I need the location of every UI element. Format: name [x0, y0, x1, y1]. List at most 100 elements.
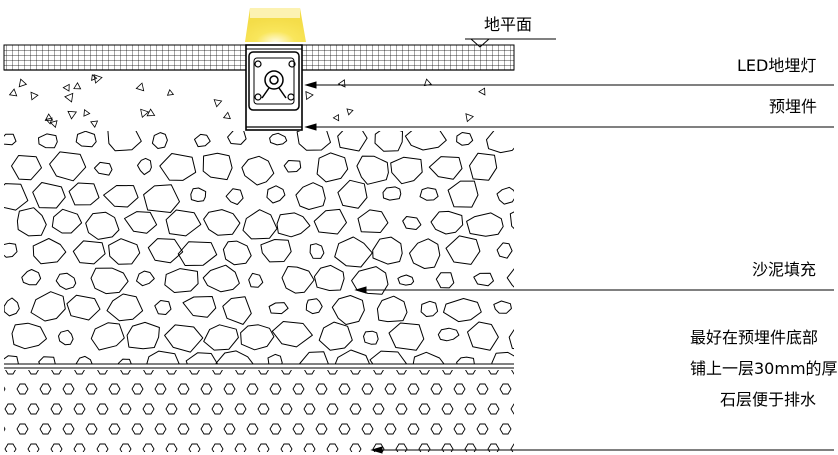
- sand-grain: [44, 113, 54, 121]
- rock-stone: [66, 294, 101, 321]
- screw-bottom-left: [254, 93, 262, 101]
- sand-grain: [83, 108, 91, 117]
- sand-grain: [64, 92, 74, 103]
- rock-stone: [374, 131, 403, 152]
- rock-stone: [409, 238, 441, 269]
- rock-stone: [337, 131, 368, 152]
- rock-stone: [11, 155, 42, 181]
- sand-grain: [45, 117, 53, 125]
- rock-stone: [356, 155, 389, 185]
- rock-stone: [185, 352, 219, 364]
- rock-stone: [260, 239, 292, 263]
- rock-stone: [4, 183, 29, 211]
- rock-stone: [437, 327, 460, 342]
- rock-stone: [376, 295, 408, 323]
- rock-stone: [202, 152, 233, 181]
- rock-stone: [49, 151, 87, 182]
- rock-stone: [222, 240, 252, 266]
- rock-stone: [357, 209, 389, 233]
- rock-stone: [295, 182, 326, 210]
- rock-stone: [456, 132, 474, 146]
- rock-stone: [508, 328, 514, 350]
- rock-stone: [467, 321, 499, 351]
- rock-stone: [164, 268, 199, 293]
- sand-grain: [90, 120, 99, 128]
- rock-stone: [334, 349, 371, 364]
- gravel-drainage-layer: [4, 370, 514, 452]
- rock-stone: [372, 236, 403, 265]
- sand-grain: [478, 87, 486, 96]
- rock-stone: [106, 293, 144, 322]
- rock-stone: [305, 298, 323, 315]
- gravel-note-line1: 最好在预埋件底部: [690, 328, 819, 347]
- gravel-note-line3: 石层便于排水: [720, 390, 817, 409]
- rock-stone: [435, 272, 455, 289]
- led-fixture: [245, 44, 303, 131]
- rock-stone: [404, 131, 447, 151]
- rock-stone: [397, 274, 415, 286]
- rock-stone: [266, 185, 286, 204]
- rock-stone: [296, 131, 331, 151]
- rock-stone: [136, 270, 155, 287]
- rock-stone: [38, 133, 58, 149]
- rock-stone: [164, 324, 204, 353]
- rock-stone: [313, 208, 347, 235]
- rock-stone: [313, 264, 345, 291]
- rock-stone: [227, 131, 247, 145]
- rock-stone: [151, 132, 168, 149]
- rock-stone: [30, 291, 66, 322]
- rock-stone: [215, 350, 254, 364]
- rock-stone: [496, 242, 513, 259]
- rock-stone: [68, 182, 100, 206]
- rock-stone: [509, 211, 514, 230]
- rock-stone: [146, 350, 180, 364]
- ground-level-label: 地平面: [484, 15, 533, 34]
- rock-stone: [445, 235, 481, 265]
- rock-stone: [117, 358, 132, 364]
- rock-stone: [165, 209, 202, 237]
- rock-stone: [337, 179, 368, 209]
- rock-stone: [318, 321, 353, 351]
- rock-stone: [456, 356, 475, 364]
- rock-stone: [491, 351, 514, 364]
- sand-grain: [346, 108, 354, 116]
- sand-grain: [18, 78, 28, 88]
- rock-stone: [154, 300, 172, 315]
- rock-stone: [316, 152, 349, 183]
- screw-top-left: [254, 60, 262, 68]
- rock-stone: [107, 131, 142, 152]
- sand-grain: [30, 91, 39, 101]
- rock-stone: [268, 302, 289, 315]
- rock-stone: [248, 272, 264, 288]
- gravel-note-line2: 铺上一层30mm的厚: [690, 359, 838, 378]
- rock-stone: [390, 156, 423, 185]
- sand-grain: [140, 108, 150, 119]
- rock-stone: [203, 209, 241, 236]
- rock-stone: [267, 353, 283, 364]
- rock-stone: [283, 160, 302, 173]
- rock-stone: [182, 296, 217, 318]
- rock-stone: [506, 268, 514, 288]
- sand-fill-label: 沙泥填充: [752, 260, 817, 279]
- sand-grain: [465, 113, 474, 123]
- sand-fill-layer: [8, 74, 486, 129]
- rock-stone: [137, 157, 152, 176]
- rock-stone: [222, 296, 252, 325]
- sand-grain: [67, 110, 78, 120]
- sand-grain: [305, 90, 314, 101]
- rock-stone: [32, 182, 66, 209]
- sand-grain: [73, 81, 82, 90]
- rock-stone: [240, 324, 275, 351]
- rock-stone: [242, 209, 278, 240]
- rock-stone: [16, 207, 47, 237]
- rock-stone: [496, 186, 514, 205]
- rock-stone: [11, 322, 47, 350]
- rock-stone: [447, 180, 479, 208]
- sand-grain: [166, 89, 175, 96]
- rock-stone: [75, 131, 97, 148]
- rock-stone: [124, 211, 158, 234]
- sand-grain: [337, 79, 346, 88]
- rock-fill-layer: [4, 131, 514, 364]
- rock-stone: [241, 155, 275, 186]
